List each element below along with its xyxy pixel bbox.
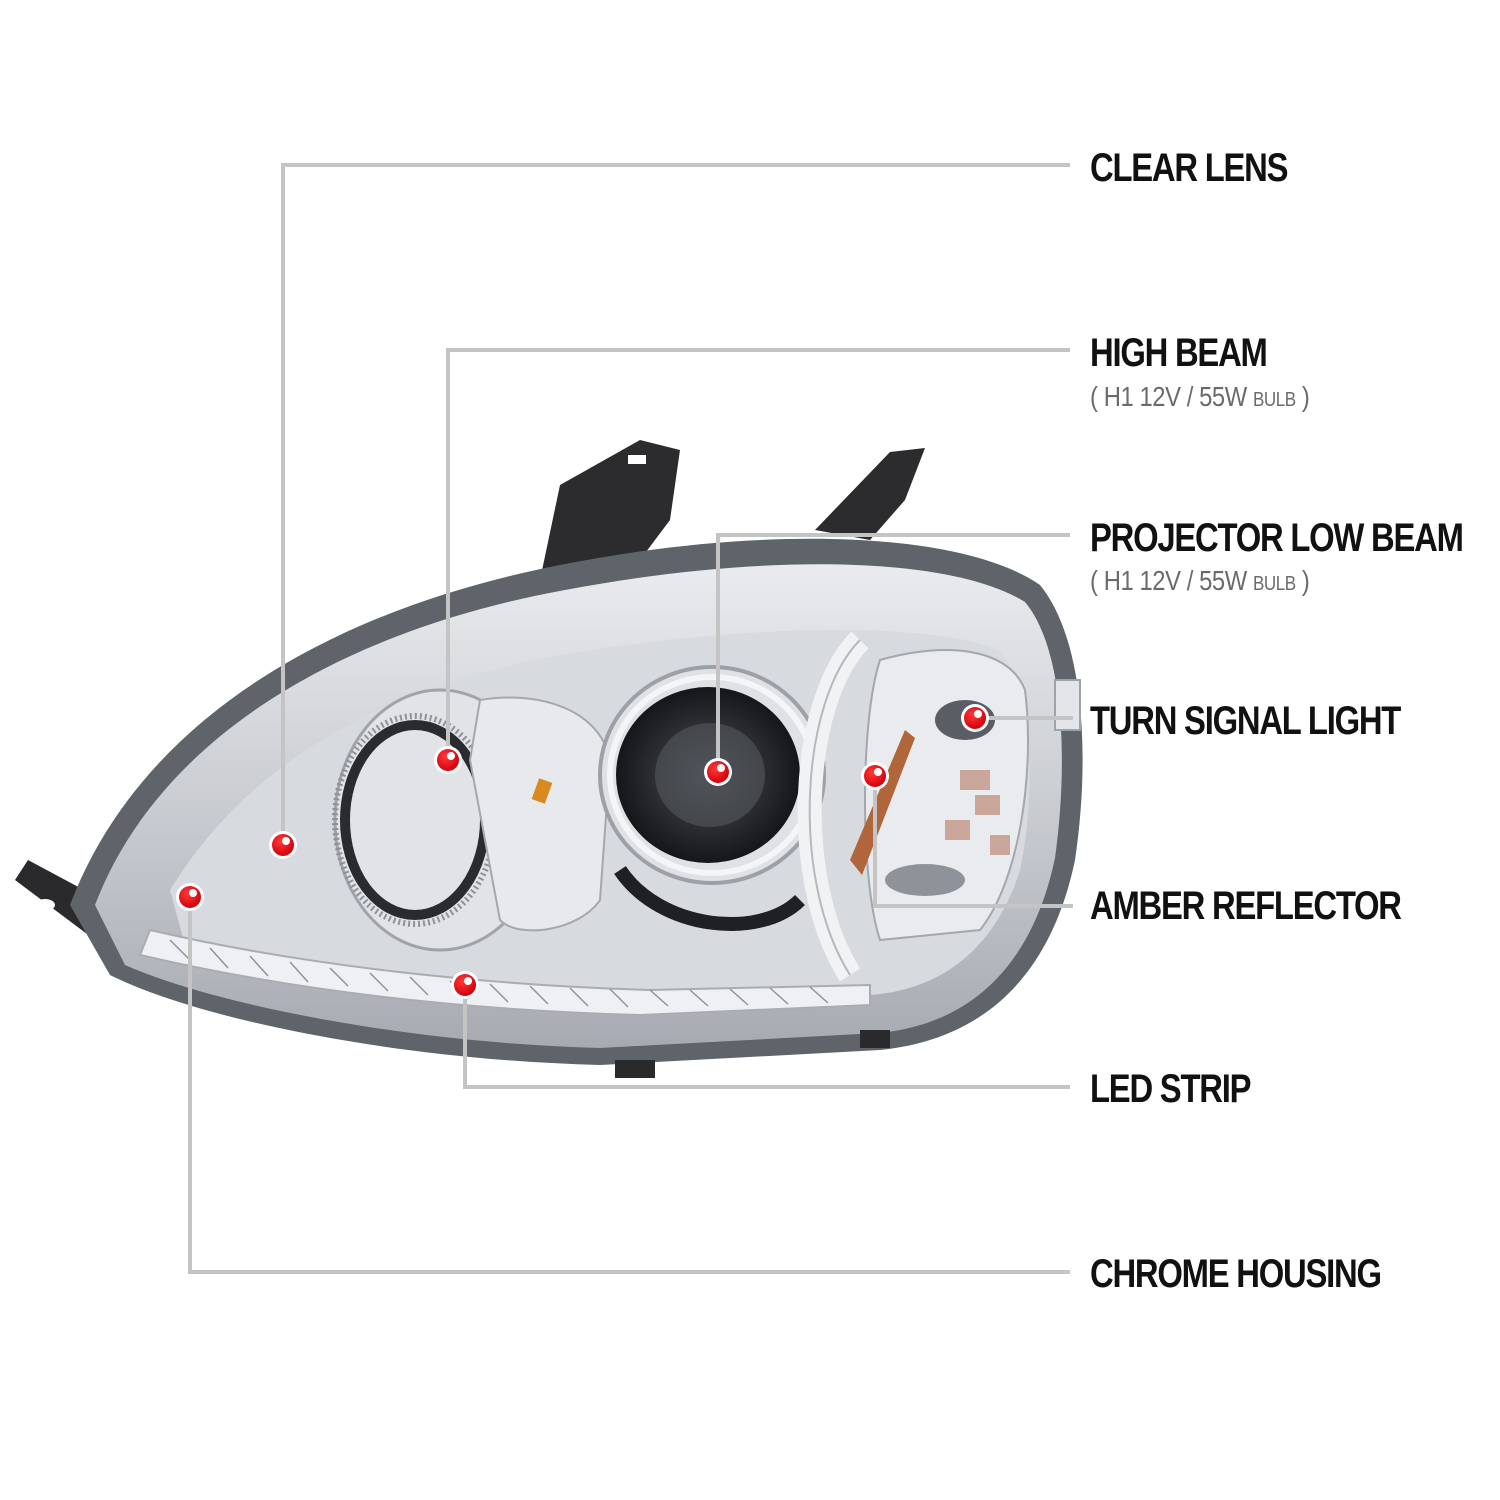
marker-dot-led-strip (451, 971, 479, 999)
label-projector-low-beam: PROJECTOR LOW BEAM (1090, 516, 1464, 560)
sublabel-projector-low-beam: ( H1 12V / 55W BULB ) (1090, 565, 1310, 596)
sublabel-high-beam: ( H1 12V / 55W BULB ) (1090, 381, 1310, 412)
leader-amber-reflector (873, 776, 1073, 908)
label-high-beam: HIGH BEAM (1090, 331, 1268, 375)
sublabel-close-paren: ) (1301, 565, 1310, 596)
marker-dot-high-beam (434, 746, 462, 774)
leader-projector-low-beam (716, 533, 1070, 772)
label-clear-lens: CLEAR LENS (1090, 146, 1289, 190)
mounting-bracket-top-left (540, 440, 680, 600)
amber-accent (531, 778, 553, 804)
leader-clear-lens (281, 163, 1070, 845)
leader-high-beam (446, 348, 1070, 760)
mounting-bracket-top-right (815, 448, 925, 540)
leader-led-strip (463, 985, 1070, 1089)
leader-lines (188, 163, 1073, 1274)
sublabel-open-paren: ( (1090, 565, 1098, 596)
center-fin (468, 696, 612, 932)
marker-dot-amber-reflector (861, 762, 889, 790)
label-turn-signal-light: TURN SIGNAL LIGHT (1090, 699, 1401, 743)
sublabel-spec: H1 12V / 55W (1103, 381, 1247, 412)
sublabel-open-paren: ( (1090, 381, 1098, 412)
label-led-strip: LED STRIP (1090, 1067, 1251, 1111)
label-chrome-housing: CHROME HOUSING (1090, 1252, 1382, 1296)
sublabel-spec: H1 12V / 55W (1103, 565, 1247, 596)
leader-chrome-housing (188, 897, 1070, 1274)
marker-dot-turn-signal (961, 704, 989, 732)
label-amber-reflector: AMBER REFLECTOR (1090, 884, 1402, 928)
marker-dots (176, 704, 989, 999)
marker-dot-chrome-housing (176, 883, 204, 911)
amber-reflector-strip (850, 730, 915, 875)
marker-dot-clear-lens (269, 831, 297, 859)
led-strip-area (138, 928, 871, 1017)
sublabel-close-paren: ) (1301, 381, 1310, 412)
sublabel-unit: BULB (1252, 573, 1296, 595)
sublabel-unit: BULB (1252, 389, 1296, 411)
side-clip (1054, 679, 1081, 731)
marker-dot-projector-low-beam (704, 758, 732, 786)
